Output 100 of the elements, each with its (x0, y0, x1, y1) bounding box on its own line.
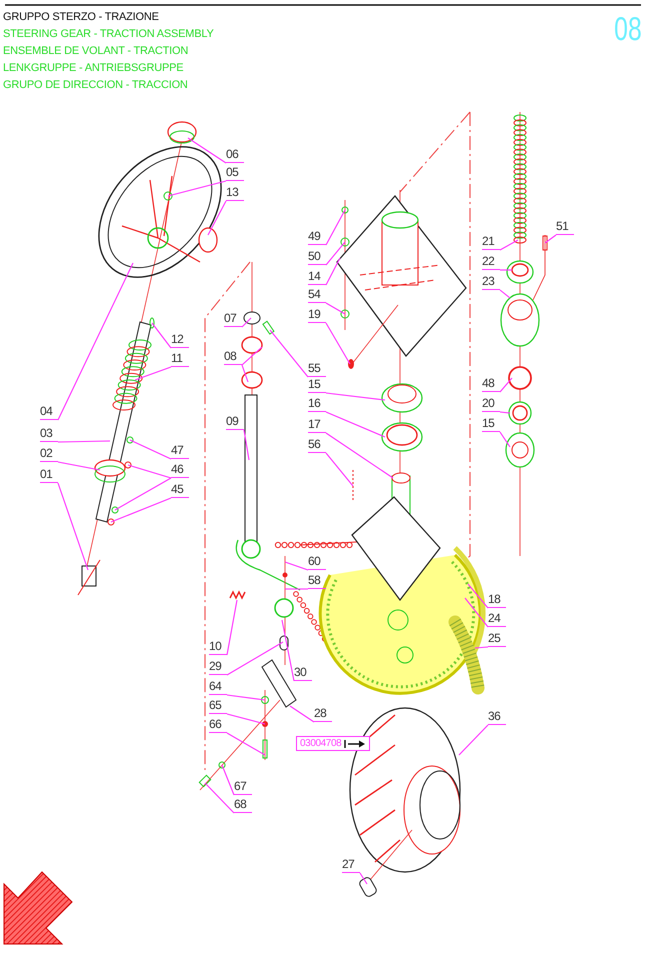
callout-number: 36 (488, 710, 506, 725)
callout-number: 24 (488, 612, 506, 627)
leader-line (204, 782, 234, 814)
callout-number: 15 (482, 417, 500, 432)
callout-number: 01 (40, 468, 58, 483)
callout-number: 22 (482, 255, 500, 270)
leader-line (208, 200, 226, 236)
leader-line (326, 302, 346, 314)
callout-number: 25 (488, 632, 506, 647)
subtitle: ENSEMBLE DE VOLANT - TRACTION (3, 45, 188, 57)
subtitle: STEERING GEAR - TRACTION ASSEMBLY (3, 28, 214, 40)
callout-number: 68 (234, 798, 252, 813)
leader-line (57, 482, 89, 570)
leader-line (226, 694, 266, 701)
callout-number: 03 (40, 427, 58, 442)
callout-number: 64 (209, 680, 227, 695)
leader-line (326, 210, 346, 246)
callout-number: 09 (226, 415, 244, 430)
leader-line (241, 364, 249, 382)
leader-line (500, 269, 512, 271)
leader-line (134, 366, 172, 381)
callout-number: 02 (40, 447, 58, 462)
leader-line (114, 478, 172, 510)
leader-line (226, 600, 238, 656)
leader-line (226, 642, 284, 676)
callout-number: 46 (171, 463, 189, 478)
leader-line (464, 598, 488, 628)
callout-number: 49 (308, 230, 326, 245)
leader-line (130, 440, 172, 460)
leader-line (500, 240, 518, 250)
reference-box (296, 736, 370, 751)
callout-number: 20 (482, 397, 500, 412)
leader-line (243, 430, 250, 460)
leader-line (188, 138, 226, 164)
leader-line (58, 461, 100, 471)
callout-number: 14 (308, 270, 326, 285)
callout-number: 56 (308, 438, 326, 453)
page-number: 08 (614, 10, 642, 48)
leader-line (326, 392, 386, 401)
title: GRUPPO STERZO - TRAZIONE (3, 11, 159, 23)
callout-number: 16 (308, 397, 326, 412)
leader-line (281, 620, 295, 682)
leader-line (544, 234, 556, 244)
callout-number: 30 (294, 666, 312, 681)
callout-number: 45 (171, 483, 189, 498)
leader-line (168, 180, 226, 197)
leader-line (285, 588, 308, 590)
callout-number: 48 (482, 377, 500, 392)
leader-line (500, 411, 510, 414)
leader-line (326, 242, 346, 266)
leader-line (242, 318, 252, 328)
callout-number: 10 (209, 640, 227, 655)
leader-line (468, 584, 488, 608)
callout-number: 47 (171, 444, 189, 459)
leader-line (458, 724, 488, 756)
leader-line (326, 322, 350, 364)
leader-line (58, 262, 134, 420)
leader-line (326, 412, 386, 438)
callout-number: 29 (209, 660, 227, 675)
leader-line (128, 464, 172, 479)
callout-number: 07 (224, 312, 242, 327)
callout-number: 19 (308, 308, 326, 323)
reference-number: 03004708 (300, 738, 342, 749)
callout-number: 06 (226, 148, 244, 163)
callout-number: 51 (556, 220, 574, 235)
callout-number: 65 (209, 699, 227, 714)
callout-number: 12 (171, 333, 189, 348)
callout-number: 66 (209, 718, 227, 733)
leader-line (500, 378, 512, 392)
leader-line (226, 732, 266, 756)
callout-number: 67 (234, 780, 252, 795)
callout-number: 23 (482, 275, 500, 290)
leader-line (152, 322, 172, 348)
callout-number: 04 (40, 405, 58, 420)
callout-number: 50 (308, 250, 326, 265)
callout-number: 15 (308, 378, 326, 393)
leader-line (500, 290, 510, 298)
subtitle: LENKGRUPPE - ANTRIEBSGRUPPE (3, 62, 184, 74)
leader-line (110, 497, 172, 523)
callout-number: 58 (308, 574, 326, 589)
leader-line (58, 440, 110, 443)
leader-line (221, 764, 235, 796)
callout-number: 08 (224, 350, 242, 365)
leader-line (326, 432, 394, 478)
callout-number: 27 (342, 858, 360, 873)
subtitle: GRUPO DE DIRECCION - TRACCION (3, 79, 188, 91)
callout-number: 18 (488, 593, 506, 608)
callout-number: 55 (308, 362, 326, 377)
callout-number: 60 (308, 555, 326, 570)
leader-line (474, 646, 488, 649)
leader-line (500, 432, 510, 448)
leader-line (360, 872, 368, 884)
leader-line (326, 258, 340, 286)
callout-number: 13 (226, 186, 244, 201)
leader-line (270, 330, 308, 378)
leader-line (284, 561, 308, 571)
callout-number: 11 (171, 352, 189, 367)
callout-number: 05 (226, 166, 244, 181)
callout-number: 21 (482, 235, 500, 250)
leader-line (290, 706, 314, 722)
